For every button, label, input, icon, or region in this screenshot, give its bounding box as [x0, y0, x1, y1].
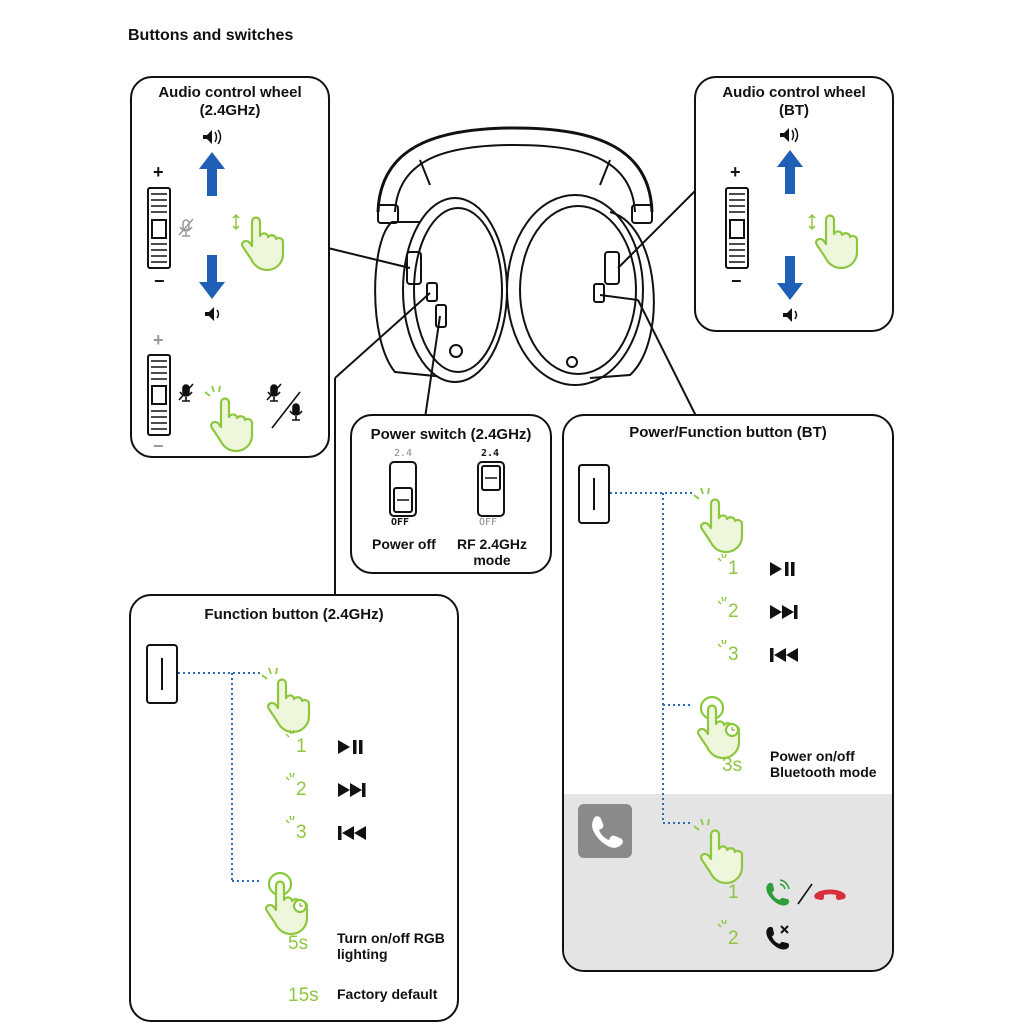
- minus-sign: −: [153, 436, 164, 456]
- hold-action-label: Factory default: [337, 986, 438, 1002]
- play-pause-icon: [770, 562, 795, 576]
- mic-icon: [289, 403, 303, 421]
- hold-action-label: Power on/off Bluetooth mode: [770, 748, 877, 780]
- speaker-volume-down-icon: [783, 308, 798, 322]
- panel-title: Function button (2.4GHz): [204, 606, 384, 623]
- minus-sign: −: [154, 271, 165, 291]
- phone-icon: [578, 804, 632, 858]
- press-count: 3: [728, 644, 739, 665]
- switch-bottom-label: OFF: [479, 517, 498, 528]
- arrow-down-icon: [199, 255, 225, 299]
- wheel-slider-icon: [147, 187, 171, 269]
- switch-bottom-label: OFF: [391, 517, 410, 528]
- panel-title: Audio control wheel (2.4GHz): [158, 84, 302, 119]
- arrow-up-icon: [199, 152, 225, 196]
- end-call-icon: [814, 889, 846, 900]
- hold-duration: 3s: [722, 755, 743, 776]
- rf-mode-label: RF 2.4GHz mode: [456, 536, 527, 568]
- hold-duration: 15s: [288, 985, 319, 1006]
- mic-mute-icon: [178, 218, 194, 237]
- hand-timer-icon: [265, 871, 309, 936]
- hand-pointer-icon: [241, 216, 285, 272]
- press-count: 2: [728, 928, 739, 949]
- answer-call-icon: [766, 879, 790, 906]
- hand-pointer-icon: [267, 678, 311, 734]
- hand-timer-icon: [697, 695, 741, 760]
- press-count: 2: [728, 601, 739, 622]
- panel-title: Audio control wheel (BT): [722, 84, 866, 119]
- plus-sign: +: [730, 162, 741, 182]
- plus-sign: +: [153, 330, 164, 350]
- next-track-icon: [770, 605, 798, 619]
- plus-sign: +: [153, 162, 164, 182]
- press-count: 1: [728, 882, 739, 903]
- press-count: 1: [728, 558, 739, 579]
- speaker-volume-up-icon: [203, 129, 222, 145]
- power-switch-rf-icon: [477, 461, 505, 517]
- page-title: Buttons and switches: [128, 27, 294, 44]
- press-count: 1: [296, 736, 307, 757]
- hand-pointer-icon: [700, 498, 744, 554]
- switch-top-label: 2.4: [481, 448, 500, 459]
- hold-duration: 5s: [288, 933, 309, 954]
- hand-pointer-icon: [210, 397, 254, 453]
- next-track-icon: [338, 783, 366, 797]
- mic-mute-icon: [178, 383, 194, 402]
- press-count: 3: [296, 822, 307, 843]
- power-off-label: Power off: [372, 536, 436, 552]
- previous-track-icon: [338, 826, 366, 840]
- arrow-up-icon: [777, 150, 803, 194]
- speaker-volume-up-icon: [780, 127, 799, 143]
- panel-power-switch: Power switch (2.4GHz): [350, 414, 552, 574]
- wheel-slider-icon: [725, 187, 749, 269]
- power-switch-off-icon: [389, 461, 417, 517]
- reject-call-icon: [766, 925, 790, 950]
- press-count: 2: [296, 779, 307, 800]
- panel-title: Power switch (2.4GHz): [370, 426, 532, 443]
- play-pause-icon: [338, 740, 363, 754]
- hand-pointer-icon: [700, 829, 744, 885]
- previous-track-icon: [770, 648, 798, 662]
- mic-mute-icon: [266, 383, 282, 402]
- minus-sign: −: [731, 271, 742, 291]
- hand-pointer-icon: [815, 214, 859, 270]
- arrow-down-icon: [777, 256, 803, 300]
- speaker-volume-down-icon: [205, 307, 220, 321]
- panel-function-button-24ghz: Function button (2.4GHz): [129, 594, 459, 1022]
- wheel-slider-icon: [147, 354, 171, 436]
- panel-title: Power/Function button (BT): [629, 424, 827, 441]
- switch-top-label: 2.4: [394, 448, 413, 459]
- hold-action-label: Turn on/off RGB lighting: [337, 930, 445, 962]
